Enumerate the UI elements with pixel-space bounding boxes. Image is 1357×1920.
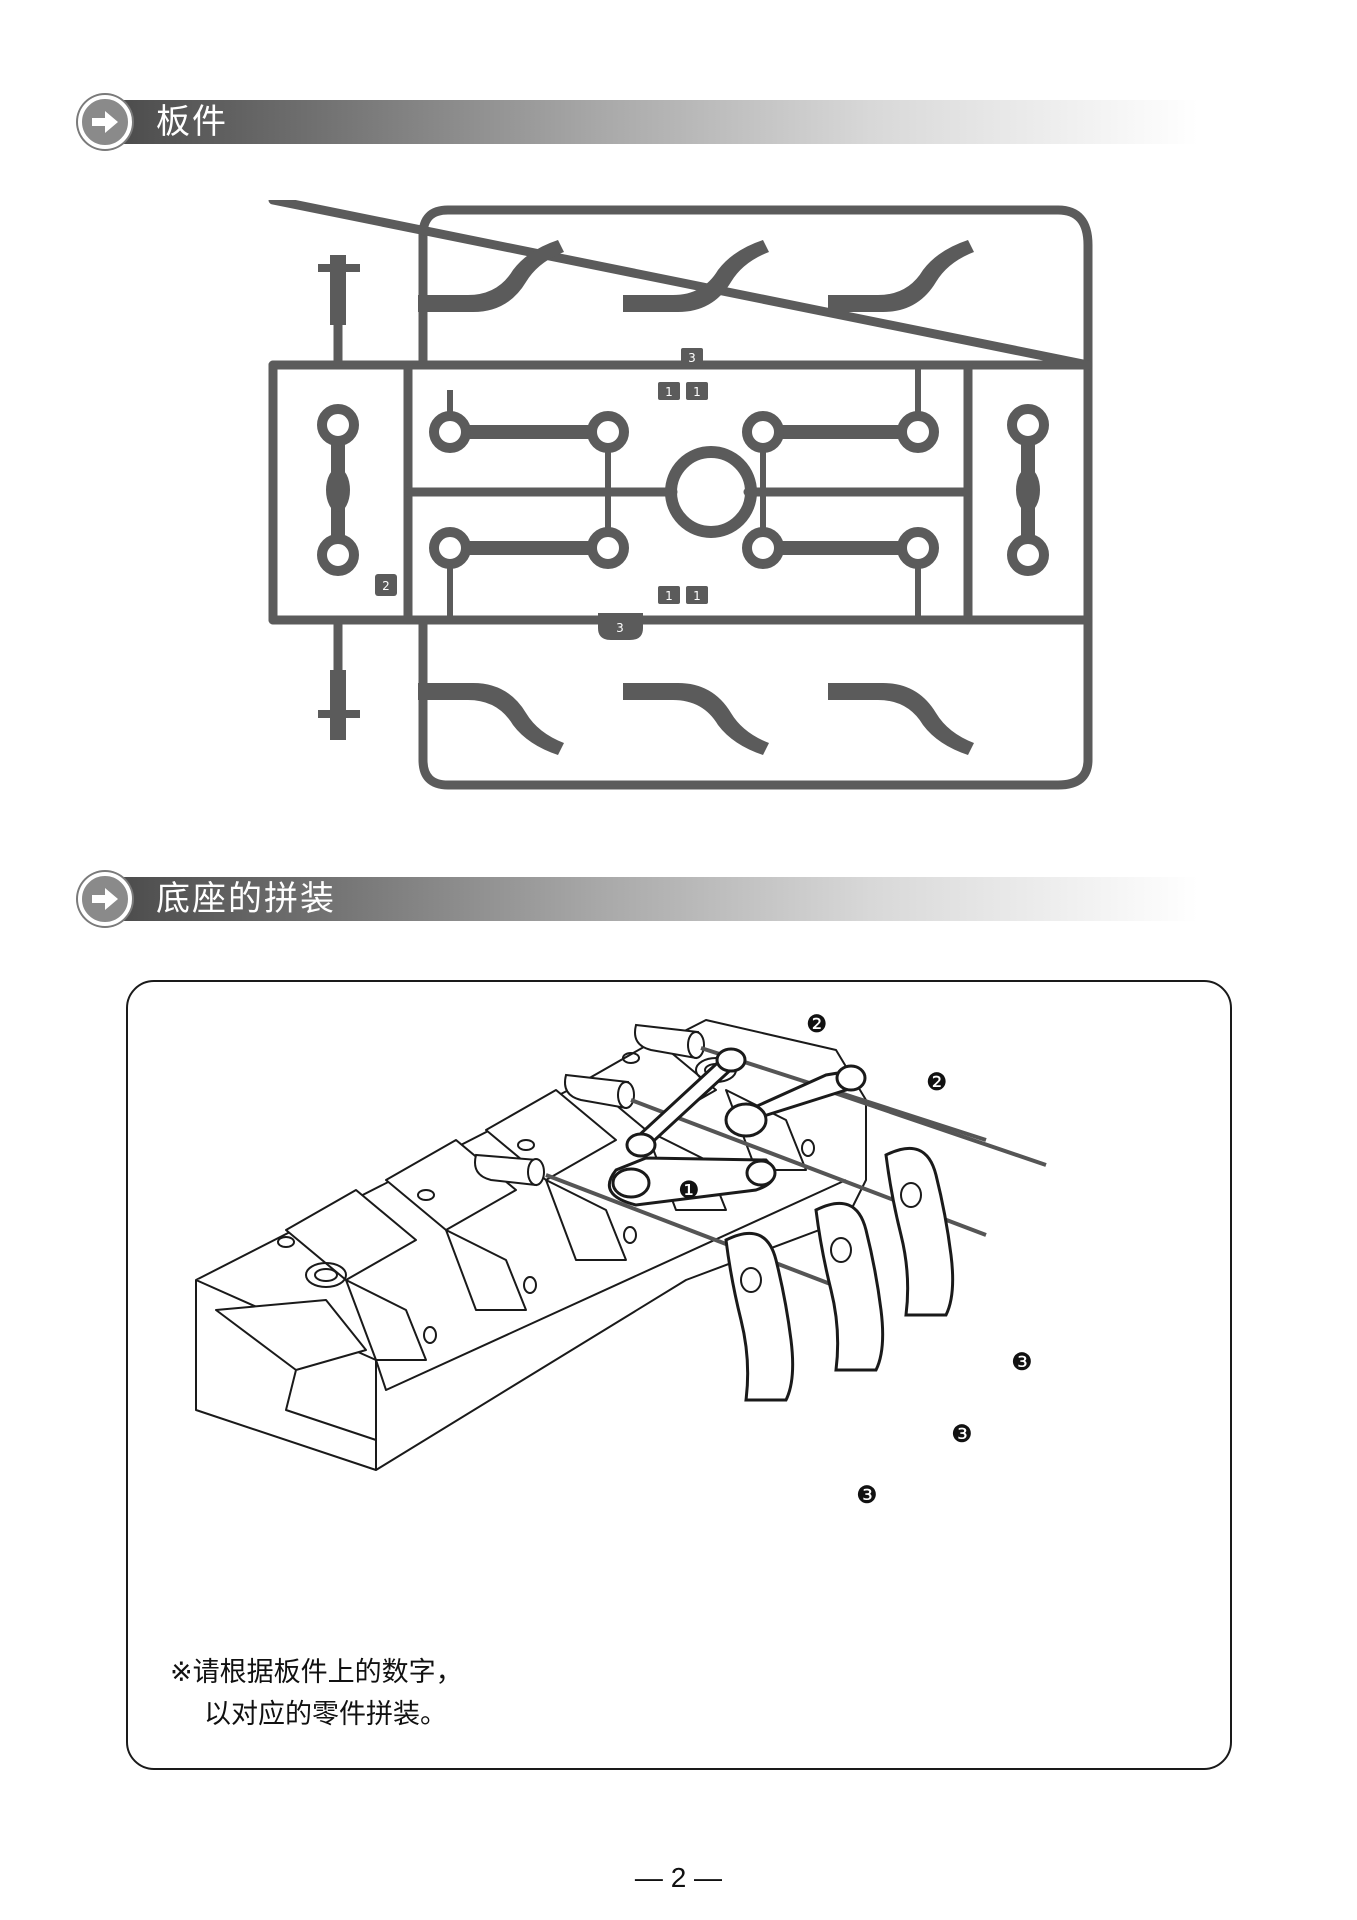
note-line: ※请根据板件上的数字， [170, 1657, 463, 1688]
assembly-note: ※请根据板件上的数字， 以对应的零件拼装。 [170, 1652, 463, 1736]
arrow-right-circle-icon [78, 872, 132, 926]
section-header-parts: 板件 [78, 95, 1198, 149]
gate-number: 1 [693, 385, 701, 399]
header-gradient-bar [108, 877, 1198, 921]
gate-number: 1 [693, 589, 701, 603]
sprue-diagram: 3 1 1 2 1 1 3 [268, 200, 1093, 790]
callout-marker: ❸ [1011, 1348, 1033, 1376]
page-number: — 2 — [634, 1862, 723, 1893]
arrow-right-circle-icon [78, 95, 132, 149]
assembly-diagram: ❷ ❷ ❶ ❸ ❸ ❸ [195, 1010, 1047, 1509]
center-ring [665, 446, 757, 538]
callout-marker: ❶ [678, 1176, 700, 1204]
gate-number: 1 [665, 589, 673, 603]
note-line: 以对应的零件拼装。 [204, 1699, 447, 1730]
gate-number: 3 [688, 351, 696, 365]
callout-marker: ❸ [856, 1481, 878, 1509]
callout-marker: ❸ [951, 1420, 973, 1448]
gate-number: 1 [665, 385, 673, 399]
section-header-assembly: 底座的拼装 [78, 872, 1198, 926]
section-title: 底座的拼装 [156, 879, 336, 919]
header-gradient-bar [108, 100, 1198, 144]
gate-number: 3 [616, 621, 624, 635]
gate-number: 2 [382, 579, 390, 593]
section-title: 板件 [156, 102, 228, 142]
callout-marker: ❷ [926, 1068, 948, 1096]
callout-marker: ❷ [806, 1010, 828, 1038]
